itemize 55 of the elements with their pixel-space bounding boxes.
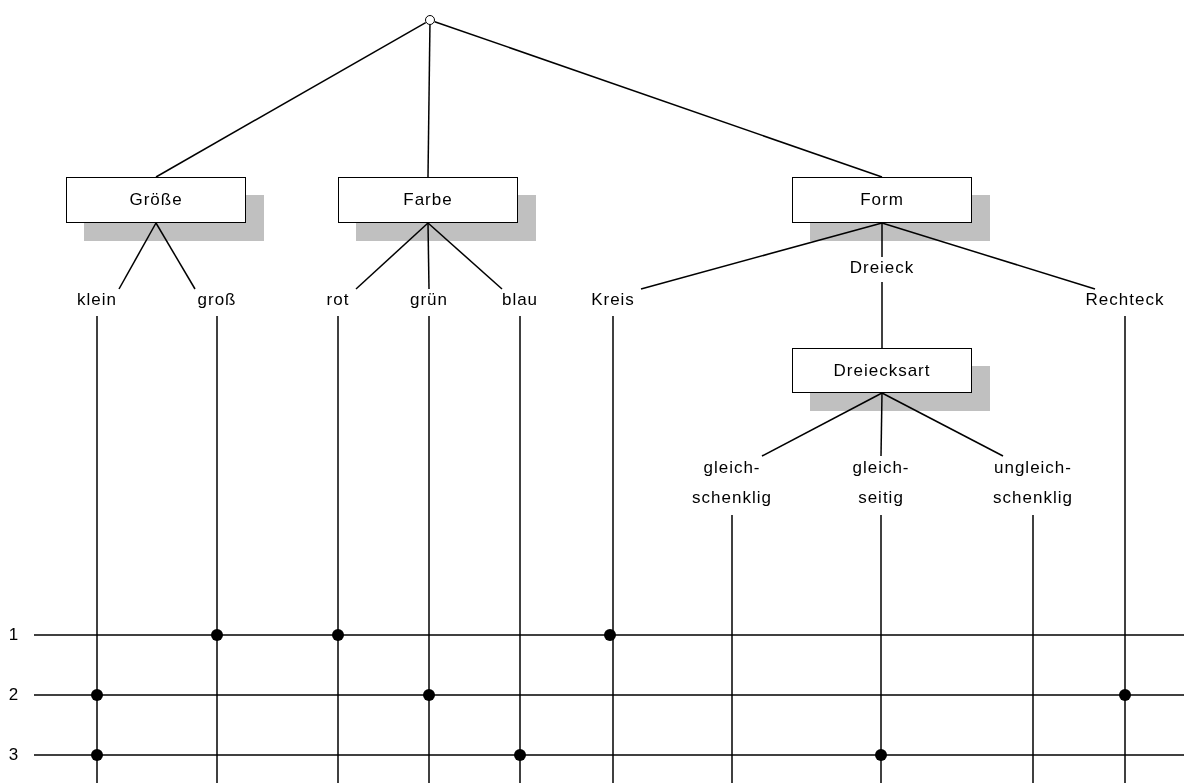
value-label: blau [485, 286, 555, 314]
tree-branch-line [155, 21, 427, 178]
row-number: 1 [4, 623, 24, 647]
value-label: gleich- seitig [836, 453, 926, 513]
value-label: grün [394, 286, 464, 314]
connection-dot [1119, 689, 1131, 701]
row-number: 2 [4, 683, 24, 707]
connection-dot [514, 749, 526, 761]
value-label: Dreieck [847, 254, 917, 282]
column-line [216, 315, 218, 783]
value-label: groß [182, 286, 252, 314]
tree-branch-line [155, 222, 196, 290]
category-box: Dreiecksart [792, 348, 972, 393]
row-line [33, 634, 1184, 636]
row-line [33, 694, 1184, 696]
value-label: klein [62, 286, 132, 314]
connection-dot [91, 749, 103, 761]
connection-dot [423, 689, 435, 701]
tree-branch-line [640, 222, 883, 290]
value-label: gleich- schenklig [677, 453, 787, 513]
column-line [880, 514, 882, 783]
column-line [1032, 514, 1034, 783]
column-line [731, 514, 733, 783]
value-label: ungleich- schenklig [973, 453, 1093, 513]
tree-branch-line [433, 20, 883, 178]
tree-branch-line [880, 392, 883, 457]
column-line [428, 315, 430, 783]
tree-branch-line [881, 392, 1004, 457]
value-label: Kreis [578, 286, 648, 314]
column-line [96, 315, 98, 783]
tree-branch-line [427, 222, 503, 290]
connection-dot [604, 629, 616, 641]
tree-branch-line [881, 222, 883, 258]
column-line [519, 315, 521, 783]
connection-dot [875, 749, 887, 761]
column-line [337, 315, 339, 783]
tree-branch-line [761, 392, 883, 457]
connection-dot [91, 689, 103, 701]
column-line [612, 315, 614, 783]
tree-branch-line [427, 222, 430, 290]
connection-dot [332, 629, 344, 641]
category-box: Größe [66, 177, 246, 223]
value-label: Rechteck [1080, 286, 1170, 314]
connection-dot [211, 629, 223, 641]
category-box: Farbe [338, 177, 518, 223]
tree-branch-line [355, 222, 429, 290]
category-box: Form [792, 177, 972, 223]
tree-branch-line [118, 222, 157, 290]
root-circle [425, 15, 435, 25]
tree-branch-line [881, 222, 1096, 290]
tree-branch-line [427, 24, 431, 178]
row-number: 3 [4, 743, 24, 767]
row-line [33, 754, 1184, 756]
value-label: rot [303, 286, 373, 314]
column-line [1124, 315, 1126, 783]
